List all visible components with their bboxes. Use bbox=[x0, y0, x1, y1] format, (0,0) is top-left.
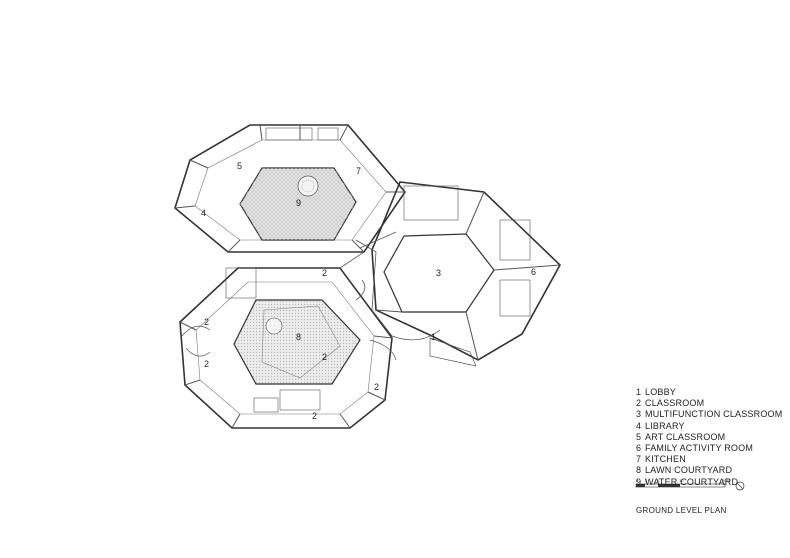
lower-wing bbox=[179, 267, 397, 429]
legend-number: 8 bbox=[636, 465, 642, 476]
scale-tick-2: 2 bbox=[645, 478, 648, 483]
lobby-connector bbox=[339, 231, 441, 341]
legend-label: KITCHEN bbox=[645, 454, 686, 465]
legend-label: FAMILY ACTIVITY ROOM bbox=[645, 443, 754, 454]
legend-label: MULTIFUNCTION CLASSROOM bbox=[645, 409, 783, 420]
room-label-classroom: 2 bbox=[204, 359, 209, 369]
room-label-classroom: 2 bbox=[322, 352, 327, 362]
legend-number: 6 bbox=[636, 443, 642, 454]
room-label-lawn: 8 bbox=[296, 332, 301, 342]
legend-number: 9 bbox=[636, 476, 642, 487]
north-arrow-icon bbox=[735, 481, 745, 491]
room-label-library: 4 bbox=[201, 208, 206, 218]
upper-wing bbox=[174, 124, 407, 253]
room-label-water: 9 bbox=[296, 198, 301, 208]
plan-title: GROUND LEVEL PLAN bbox=[636, 506, 727, 515]
legend-number: 2 bbox=[636, 398, 642, 409]
room-label-classroom: 2 bbox=[374, 382, 379, 392]
scale-unit: 20M bbox=[722, 478, 730, 483]
legend-label: CLASSROOM bbox=[645, 398, 705, 409]
scale-tick-0: 0 bbox=[636, 478, 639, 483]
room-label-art: 5 bbox=[237, 161, 242, 171]
legend-label: LAWN COURTYARD bbox=[645, 465, 733, 476]
room-label-family: 6 bbox=[531, 267, 536, 277]
room-label-classroom: 2 bbox=[312, 411, 317, 421]
scale-tick-10: 10 bbox=[679, 478, 684, 483]
room-label-classroom: 2 bbox=[322, 268, 327, 278]
legend-number: 3 bbox=[636, 409, 642, 420]
legend-number: 4 bbox=[636, 420, 642, 431]
lawn-courtyard bbox=[233, 299, 361, 385]
legend-label: LOBBY bbox=[645, 387, 677, 397]
scale-bar: 0 2 5 10 20M bbox=[635, 478, 730, 488]
right-wing bbox=[371, 181, 561, 367]
legend-number: 5 bbox=[636, 431, 642, 442]
water-courtyard bbox=[239, 167, 357, 241]
room-labels: 1 2 2 2 2 2 2 3 4 5 6 7 8 9 bbox=[201, 161, 536, 421]
room-label-classroom: 2 bbox=[204, 317, 209, 327]
legend-label: ART CLASSROOM bbox=[645, 431, 726, 442]
room-label-multifunction: 3 bbox=[436, 268, 441, 278]
legend-label: LIBRARY bbox=[645, 420, 685, 431]
legend-number: 7 bbox=[636, 454, 642, 465]
legend-label: WATER COURTYARD bbox=[645, 476, 739, 487]
room-label-kitchen: 7 bbox=[356, 166, 361, 176]
scale-tick-5: 5 bbox=[657, 478, 660, 483]
legend-number: 1 bbox=[636, 387, 642, 397]
room-label-lobby: 1 bbox=[431, 332, 436, 342]
